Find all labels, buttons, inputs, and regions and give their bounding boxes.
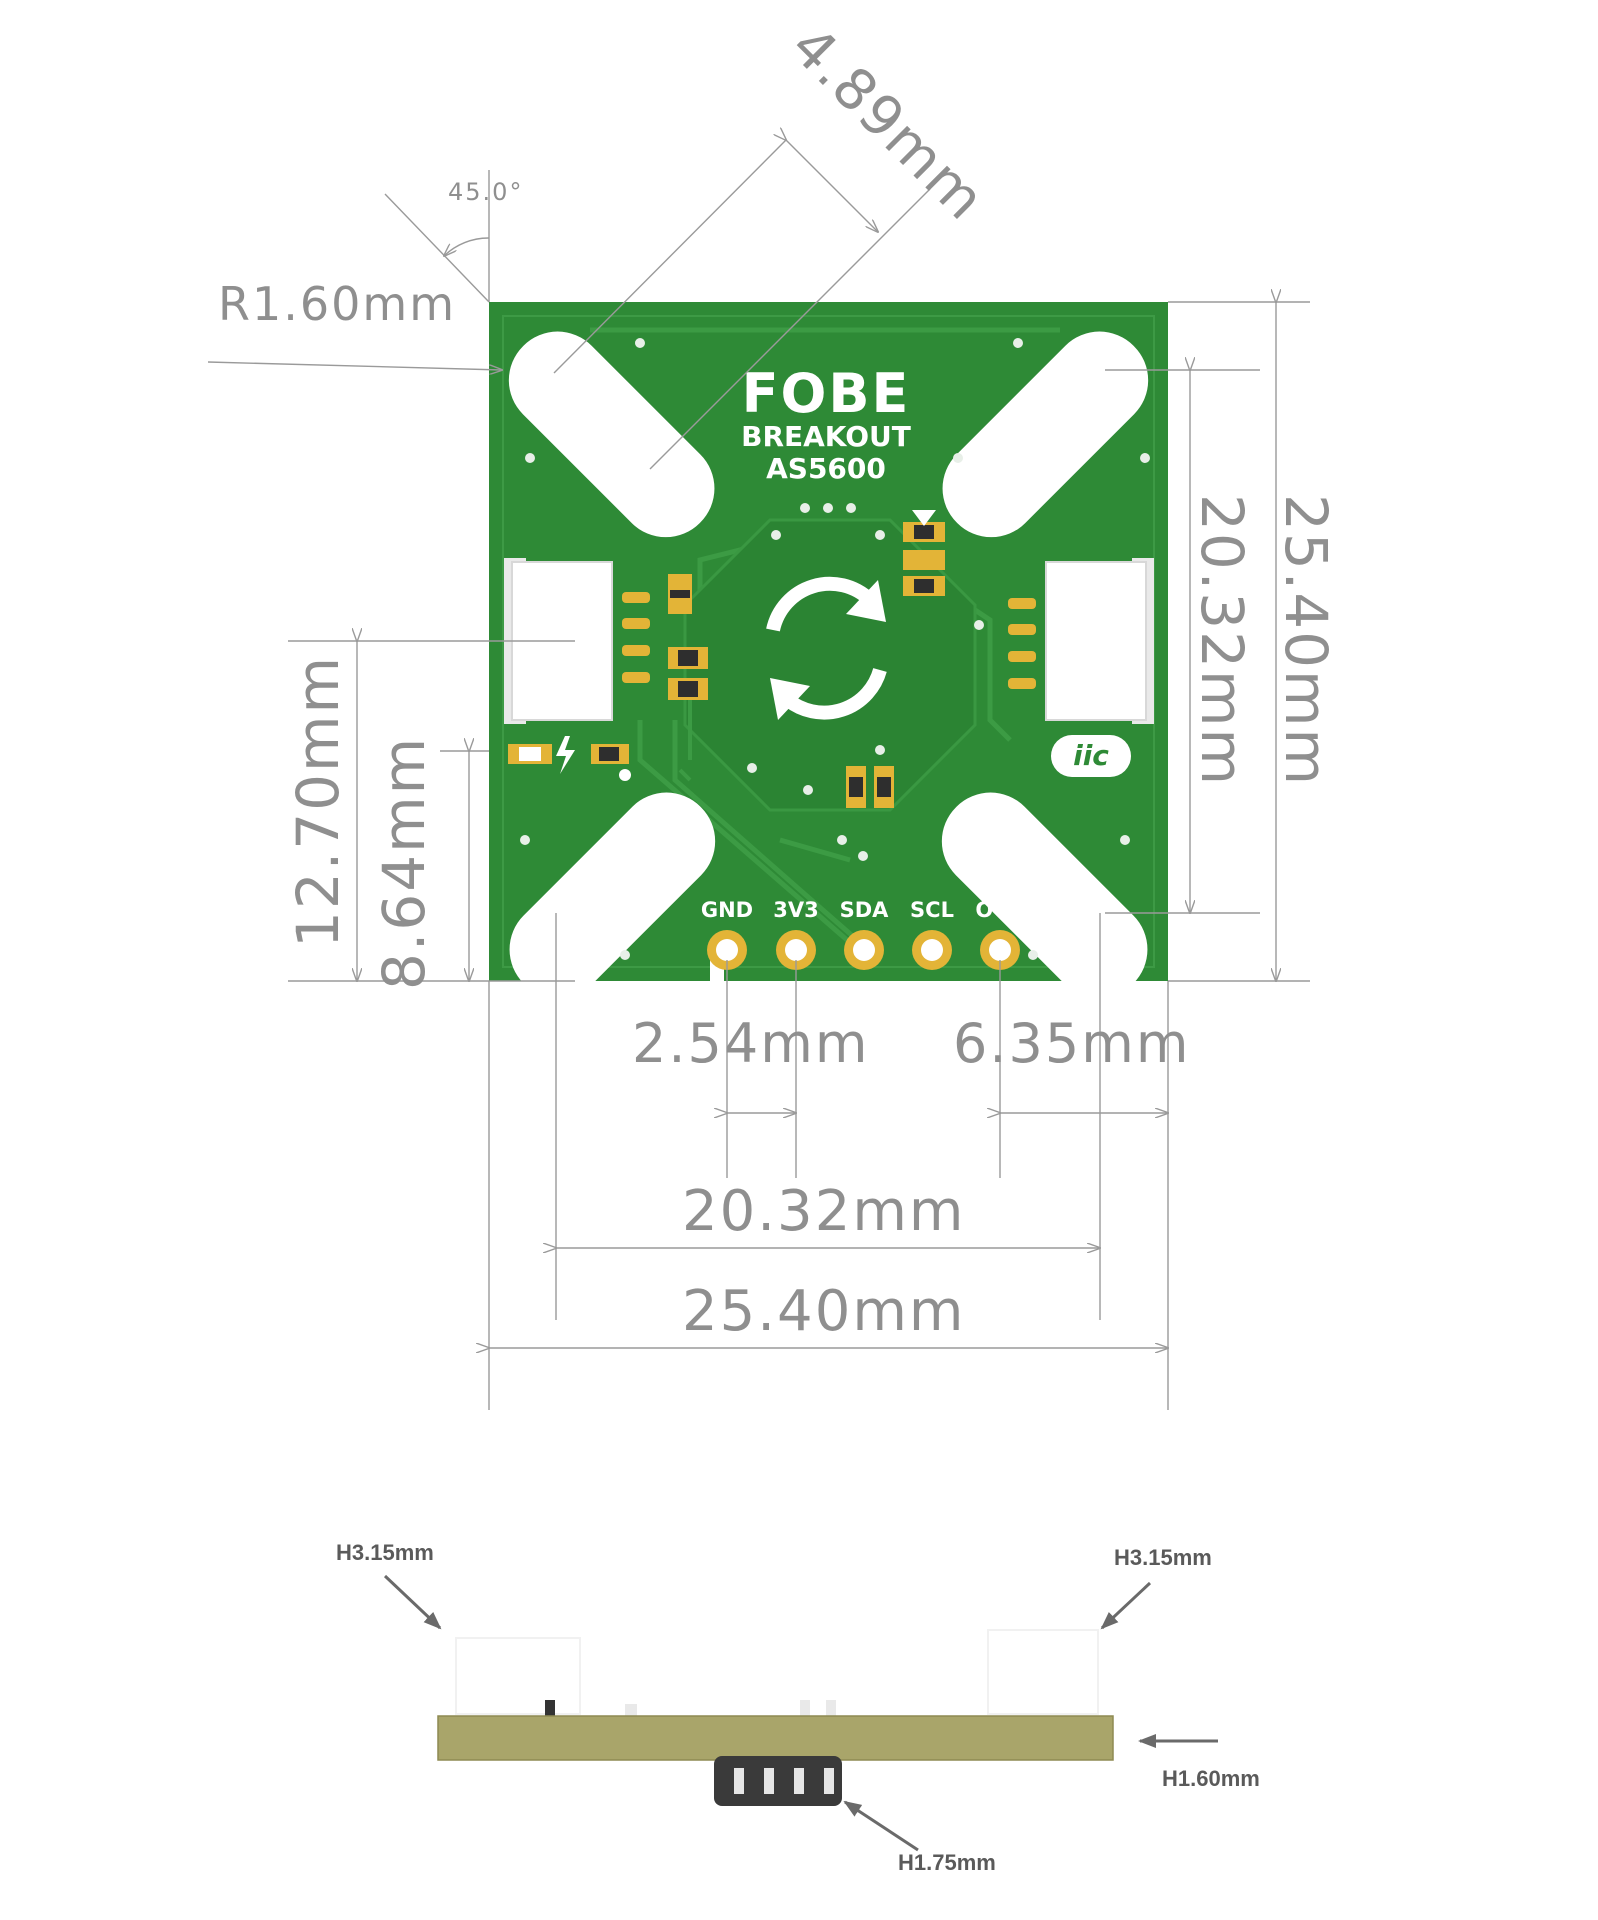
dim-left-lower: 8.64mm (370, 736, 438, 990)
side-pcb-thickness: H1.60mm (1162, 1766, 1260, 1791)
board-line2: AS5600 (766, 452, 886, 485)
dim-angle: 45.0° (448, 178, 523, 206)
rotation-icon (766, 576, 887, 720)
bottom-connector (714, 1756, 842, 1806)
pin-label-scl: SCL (910, 898, 954, 922)
dim-height-holes: 20.32mm (1188, 494, 1256, 787)
pcb-top-view: FOBE BREAKOUT AS5600 (489, 302, 1168, 999)
dim-pin-pitch: 2.54mm (632, 1012, 869, 1075)
board-line1: BREAKOUT (741, 420, 911, 453)
side-bottom-height: H1.75mm (898, 1850, 996, 1875)
slot-bottom-left (509, 792, 716, 999)
dim-width-total: 25.40mm (682, 1279, 965, 1344)
sensor-ring (683, 518, 977, 812)
dim-slot-width: 4.89mm (778, 14, 998, 234)
pcb-side-view: H3.15mm H3.15mm H1.60mm H1.75mm (336, 1540, 1260, 1875)
pin-label-3v3: 3V3 (773, 898, 818, 922)
pin-label-out: OUT (975, 898, 1025, 922)
smd-components (508, 510, 945, 808)
left-connector-outline (455, 1637, 581, 1715)
pin-labels: GND 3V3 SDA SCL OUT (701, 898, 1025, 922)
slot-top-left (508, 331, 715, 538)
pin-pads (707, 930, 1020, 983)
pin-label-gnd: GND (701, 898, 753, 922)
dim-pin-offset: 6.35mm (953, 1012, 1190, 1075)
iic-badge (1051, 735, 1131, 777)
vias (520, 338, 1150, 960)
brand-logo: FOBE (742, 362, 911, 425)
iic-label: iic (1073, 739, 1109, 772)
right-connector-outline (987, 1629, 1099, 1715)
dim-left-upper: 12.70mm (284, 655, 352, 948)
side-right-height: H3.15mm (1114, 1545, 1212, 1570)
slot-top-right (942, 331, 1149, 538)
dim-corner-radius: R1.60mm (218, 277, 456, 331)
dim-width-holes: 20.32mm (682, 1179, 965, 1244)
side-left-height: H3.15mm (336, 1540, 434, 1565)
right-connector (1008, 558, 1154, 724)
dim-height-total: 25.40mm (1272, 494, 1340, 787)
slot-bottom-right (941, 792, 1148, 999)
pin-label-sda: SDA (840, 898, 890, 922)
mounting-slots (508, 331, 1149, 999)
dimension-lines (207, 140, 1310, 1410)
pcb-edge (437, 1715, 1114, 1761)
